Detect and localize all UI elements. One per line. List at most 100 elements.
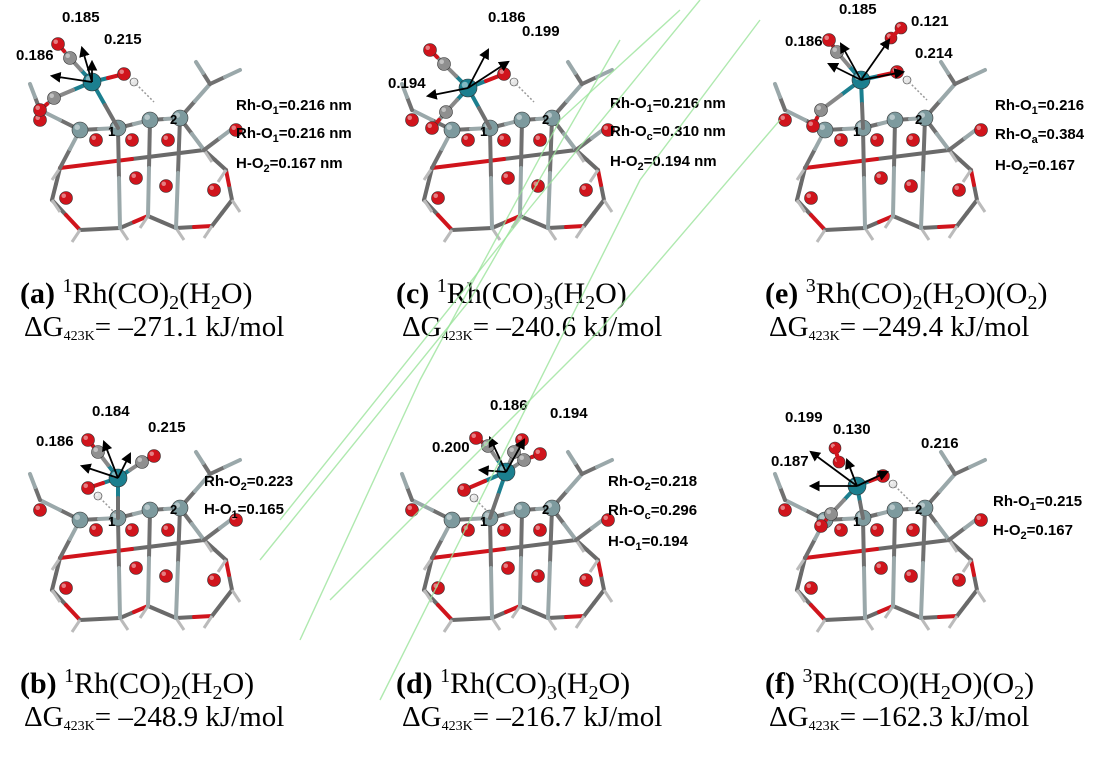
h-bond (202, 225, 214, 239)
ring-bond (470, 226, 494, 231)
ring-bond (532, 610, 550, 620)
oxygen-atom (952, 183, 966, 197)
ring-bond (78, 617, 102, 622)
framework-bond (783, 108, 807, 122)
ring-bond (98, 226, 122, 231)
site-label-1: 1 (108, 124, 115, 139)
oxygen-atom (952, 573, 966, 587)
carbon-atom-highlight (446, 124, 452, 130)
oxygen-atom (497, 523, 511, 537)
framework-bond (778, 485, 787, 502)
oxygen-atom-highlight (808, 121, 813, 126)
oxygen-atom-highlight (908, 525, 913, 530)
ring-bond (192, 224, 214, 229)
framework-bond (58, 147, 72, 170)
oxygen-atom-highlight (161, 571, 167, 576)
oxygen-atom (59, 581, 73, 595)
structure-caption: (e) 3Rh(CO)2(H2O)(O2) (765, 275, 1048, 314)
oxygen-atom (425, 121, 439, 135)
ring-bond (969, 168, 976, 187)
framework-bond (773, 82, 782, 99)
oxygen-atom-highlight (35, 505, 40, 510)
ring-bond (919, 615, 941, 620)
ring-bond (891, 604, 909, 614)
framework-bond (174, 171, 180, 230)
distance-label: 0.194 (388, 75, 426, 92)
framework-bond (574, 526, 594, 542)
oxygen-atom (834, 523, 848, 537)
framework-bond (190, 522, 206, 542)
ring-bond (875, 148, 951, 161)
rh-c-bond (860, 102, 865, 130)
oxygen-atom (159, 569, 173, 583)
h-bond (202, 149, 214, 163)
framework-bond (28, 82, 37, 99)
ring-bond (585, 158, 600, 172)
oxygen-atom (804, 581, 818, 595)
oxygen-atom (906, 133, 920, 147)
framework-bond (518, 556, 523, 608)
distance-label: 0.130 (833, 421, 871, 438)
carbon-atom (91, 445, 105, 459)
ring-bond (937, 224, 959, 229)
oxygen-atom (207, 183, 221, 197)
h-bond (815, 229, 827, 243)
site-label-2: 2 (170, 112, 177, 127)
distance-arrow (856, 470, 889, 487)
ring-bond (224, 168, 231, 187)
framework-bond (947, 526, 967, 542)
water-oxygen-atom (497, 67, 511, 81)
hydrogen-atom-highlight (904, 77, 907, 80)
rh-c-bond (103, 103, 120, 130)
oxygen-atom (125, 133, 139, 147)
carbon-atom-highlight (509, 447, 514, 452)
carbon-atom-highlight (819, 514, 825, 520)
h-bond (50, 199, 62, 213)
water-oxygen-atom-highlight (892, 67, 897, 72)
distance-arrow (79, 463, 119, 479)
carbon-atom (886, 111, 904, 129)
ring-bond (564, 224, 586, 229)
oxygen-atom-highlight (433, 583, 438, 588)
structure-caption: (a) 1Rh(CO)2(H2O) (20, 275, 253, 314)
framework-bond (891, 556, 896, 608)
carbon-atom (513, 501, 531, 519)
hydrogen-atom-highlight (511, 79, 514, 82)
ring-bond (592, 198, 606, 215)
oxygen-atom-highlight (533, 181, 538, 187)
oxygen-atom-highlight (61, 583, 66, 588)
framework-bond (565, 82, 584, 103)
o-o-bond (894, 26, 903, 35)
distance-label: 0.184 (92, 403, 130, 420)
oxygen-atom (974, 123, 988, 137)
carbon-atom-highlight (889, 504, 895, 510)
oxygen-atom-highlight (35, 105, 40, 110)
oxygen-atom-highlight (425, 45, 430, 50)
oxygen-atom-highlight (535, 525, 540, 530)
oxygen-atom (461, 133, 475, 147)
h-bond (588, 169, 600, 183)
ring-bond (958, 548, 973, 562)
framework-bond (28, 472, 37, 489)
oxygen-atom (806, 119, 820, 133)
oxygen-atom-highlight (806, 583, 811, 588)
h-bond (602, 199, 614, 213)
framework-bond (201, 71, 212, 86)
ring-bond (518, 214, 536, 224)
bond-info-line: Rh-O1=0.216 (995, 97, 1085, 117)
oxygen-atom-highlight (127, 525, 132, 530)
oxygen-atom-highlight (581, 575, 586, 580)
oxygen-atom-highlight (499, 135, 504, 141)
h-bond (442, 619, 454, 633)
oxygen-atom-highlight (427, 123, 432, 128)
framework-bond (176, 116, 182, 175)
carbon-atom-highlight (919, 112, 925, 118)
oxygen-atom-highlight (463, 525, 468, 530)
carbon-atom-highlight (819, 124, 825, 130)
ring-bond (118, 220, 136, 230)
framework-bond (202, 526, 222, 542)
h-bond (919, 617, 931, 631)
framework-bond (518, 166, 523, 218)
carbon-atom (814, 103, 828, 117)
